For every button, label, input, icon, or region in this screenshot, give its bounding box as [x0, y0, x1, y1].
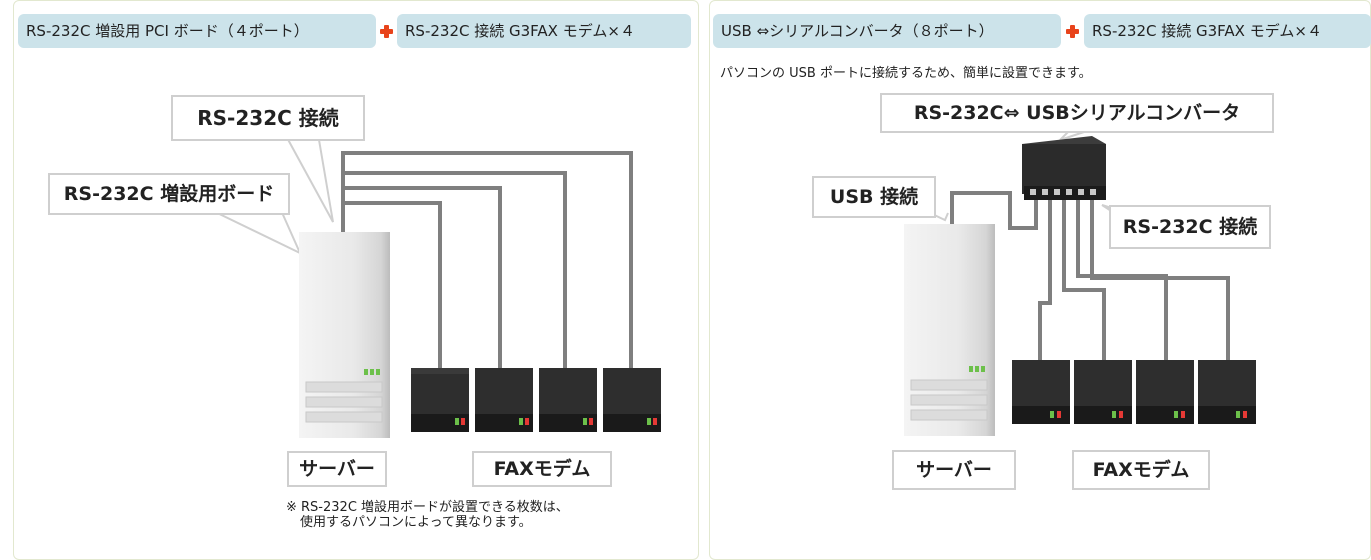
plus-icon — [1066, 25, 1079, 38]
fax-modem-icon — [603, 368, 661, 432]
fax-modem-icon — [1198, 360, 1256, 424]
fax-modem-icon — [1074, 360, 1132, 424]
footnote-line-2: 使用するパソコンによって異なります。 — [300, 515, 532, 530]
tag-usb-converter: USB ⇔シリアルコンバータ（８ポート） — [713, 14, 1061, 48]
footnote: ※ RS-232C 増設用ボードが設置できる枚数は、 使用するパソコンによって異… — [286, 500, 686, 530]
tag-pci-board: RS-232C 増設用 PCI ボード（４ポート） — [18, 14, 376, 48]
cables-left — [341, 151, 633, 368]
tag-fax-modem-left: RS-232C 接続 G3FAX モデム×４ — [397, 14, 691, 48]
fax-modem-icon — [411, 368, 469, 432]
usb-converter-icon — [1022, 136, 1106, 200]
tag-fax-modem-right: RS-232C 接続 G3FAX モデム×４ — [1084, 14, 1371, 48]
server-icon — [904, 224, 995, 436]
label-server-right: サーバー — [892, 450, 1016, 490]
label-converter: RS-232C⇔ USBシリアルコンバータ — [880, 93, 1274, 133]
footnote-line-1: ※ RS-232C 増設用ボードが設置できる枚数は、 — [286, 500, 569, 515]
label-rs232c-connection-left: RS-232C 接続 — [171, 95, 365, 141]
description: パソコンの USB ポートに接続するため、簡単に設置できます。 — [720, 66, 1092, 81]
server-icon — [299, 232, 390, 438]
label-rs232c-connection-right: RS-232C 接続 — [1109, 205, 1271, 249]
label-usb-connection: USB 接続 — [812, 176, 936, 218]
label-fax-modem-left: FAXモデム — [472, 451, 612, 487]
label-fax-modem-right: FAXモデム — [1072, 450, 1210, 490]
fax-modem-icon — [1136, 360, 1194, 424]
diagram-graphics — [206, 129, 1256, 438]
plus-icon — [380, 25, 393, 38]
fax-modem-icon — [539, 368, 597, 432]
fax-modem-icon — [1012, 360, 1070, 424]
label-server-left: サーバー — [287, 451, 387, 487]
label-expansion-board: RS-232C 増設用ボード — [48, 173, 290, 215]
fax-modem-icon — [475, 368, 533, 432]
cables-right — [950, 191, 1230, 360]
